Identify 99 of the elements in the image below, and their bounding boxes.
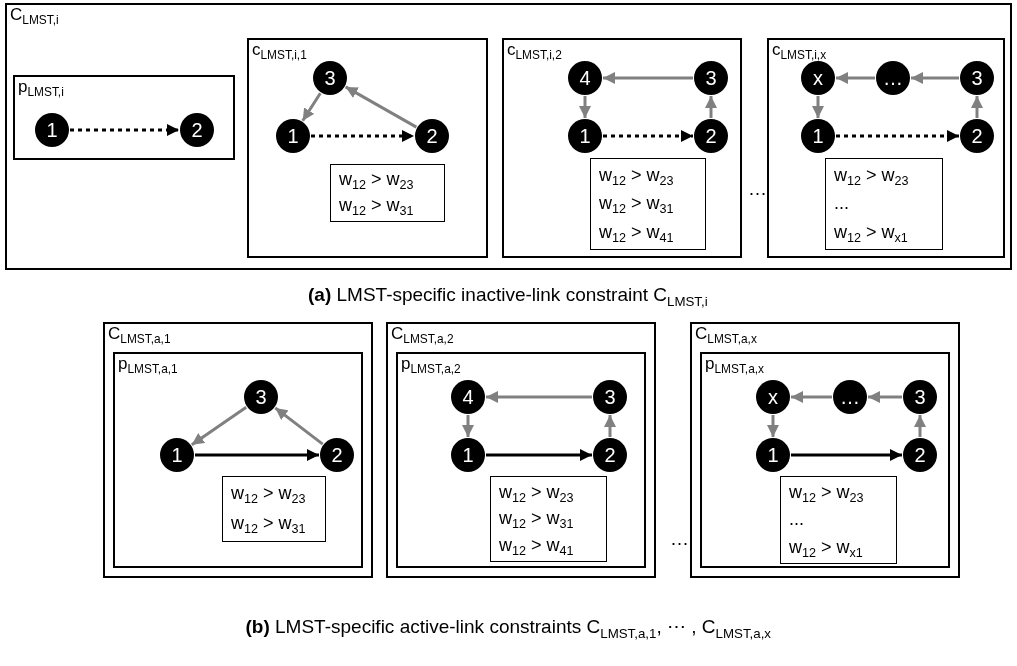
ellipsis: … [670, 528, 689, 550]
arrow [868, 391, 902, 403]
box-title: C$_{LMST,a,1}$ [108, 325, 171, 344]
node-circle: 2 [593, 438, 627, 472]
dashed-arrow [70, 124, 179, 136]
inequality-text: w$_{12}$ > w$_{41}$ [599, 221, 675, 244]
node-circle: 1 [568, 119, 602, 153]
node-circle: 2 [960, 119, 994, 153]
node-circle: … [833, 380, 867, 414]
node-circle: 3 [903, 380, 937, 414]
node-circle: 3 [313, 61, 347, 95]
arrow [603, 72, 693, 84]
node-circle: 4 [568, 61, 602, 95]
inequality-text: ... [834, 193, 850, 215]
inequality-text: w$_{12}$ > w$_{23}$ [599, 164, 675, 187]
arrow [836, 72, 875, 84]
group-box [502, 38, 742, 258]
constraint-frame [103, 322, 373, 578]
node-circle: 2 [903, 438, 937, 472]
dashed-arrow [603, 130, 693, 142]
node-circle: 1 [276, 119, 310, 153]
box-title: p$_{LMST,i}$ [18, 78, 64, 97]
condition-box [222, 476, 326, 542]
arrow [486, 391, 592, 403]
box-title: C$_{LMST,i}$ [10, 6, 59, 25]
arrow [301, 92, 322, 122]
condition-box [330, 164, 445, 222]
inequality-text: w$_{12}$ > w$_{31}$ [599, 193, 675, 215]
condition-box [825, 158, 943, 250]
inequality-text: w$_{12}$ > w$_{23}$ [499, 481, 575, 504]
box-title: c$_{LMST,i,1}$ [252, 41, 307, 60]
inequality-text: ... [789, 509, 805, 531]
inequality-text: w$_{12}$ > w$_{23}$ [834, 164, 910, 187]
arrow [791, 391, 832, 403]
node-circle: 1 [451, 438, 485, 472]
node-circle: x [801, 61, 835, 95]
box-title: p$_{LMST,a,x}$ [705, 355, 765, 374]
node-circle: 3 [593, 380, 627, 414]
arrow [791, 449, 902, 461]
inequality-text: w$_{12}$ > w$_{23}$ [231, 483, 307, 505]
inequality-text: w$_{12}$ > w$_{31}$ [339, 195, 415, 217]
box-title: c$_{LMST,i,x}$ [772, 41, 827, 60]
node-circle: 3 [960, 61, 994, 95]
arrow [767, 415, 779, 437]
group-box [247, 38, 488, 258]
inequality-text: w$_{12}$ > w$_{31}$ [499, 508, 575, 530]
constraint-frame [5, 3, 1012, 270]
inequality-text: w$_{12}$ > w$_{x1}$ [834, 221, 909, 244]
arrow [190, 405, 248, 447]
node-circle: 1 [801, 119, 835, 153]
inequality-text: w$_{12}$ > w$_{23}$ [339, 169, 415, 191]
arrow [705, 96, 717, 118]
arrow [971, 96, 983, 118]
node-circle: 1 [35, 113, 69, 147]
inequality-text: w$_{12}$ > w$_{23}$ [789, 481, 865, 504]
arrow [911, 72, 959, 84]
constraint-frame [386, 322, 656, 578]
box-title: C$_{LMST,a,x}$ [695, 325, 757, 344]
node-circle: 3 [244, 380, 278, 414]
arrow [195, 449, 319, 461]
node-circle: 1 [160, 438, 194, 472]
group-box [13, 75, 235, 160]
node-circle: 3 [694, 61, 728, 95]
figure-caption: (a) LMST-specific inactive-link constraint C$_{LMST,i}$ [308, 284, 708, 306]
node-circle: 2 [694, 119, 728, 153]
arrow [486, 449, 592, 461]
box-title: p$_{LMST,a,2}$ [401, 355, 461, 374]
node-circle: 2 [415, 119, 449, 153]
arrow [604, 415, 616, 437]
inequality-text: w$_{12}$ > w$_{31}$ [231, 513, 307, 535]
arrow [344, 85, 418, 129]
box-title: c$_{LMST,i,2}$ [507, 41, 562, 60]
arrow [462, 415, 474, 437]
arrow [579, 96, 591, 118]
condition-box [780, 476, 897, 564]
inequality-text: w$_{12}$ > w$_{x1}$ [789, 536, 864, 559]
condition-box [590, 158, 706, 250]
group-box [700, 352, 950, 568]
dashed-arrow [311, 130, 414, 142]
inequality-text: w$_{12}$ > w$_{41}$ [499, 534, 575, 557]
constraint-frame [690, 322, 960, 578]
node-circle: 2 [180, 113, 214, 147]
node-circle: 4 [451, 380, 485, 414]
figure-caption: (b) LMST-specific active-link constraints C$_{LMST,a,1}$, ⋯ , C$_{LMST,a,x}$ [245, 615, 771, 638]
arrow [914, 415, 926, 437]
box-title: C$_{LMST,a,2}$ [391, 325, 454, 344]
arrow [812, 96, 824, 118]
node-circle: 1 [756, 438, 790, 472]
node-circle: x [756, 380, 790, 414]
group-box [113, 352, 363, 568]
box-title: p$_{LMST,a,1}$ [118, 355, 178, 374]
condition-box [490, 476, 607, 562]
ellipsis: … [748, 178, 767, 200]
group-box [767, 38, 1005, 258]
dashed-arrow [836, 130, 959, 142]
group-box [396, 352, 646, 568]
node-circle: 2 [320, 438, 354, 472]
arrow [274, 406, 324, 446]
node-circle: … [876, 61, 910, 95]
